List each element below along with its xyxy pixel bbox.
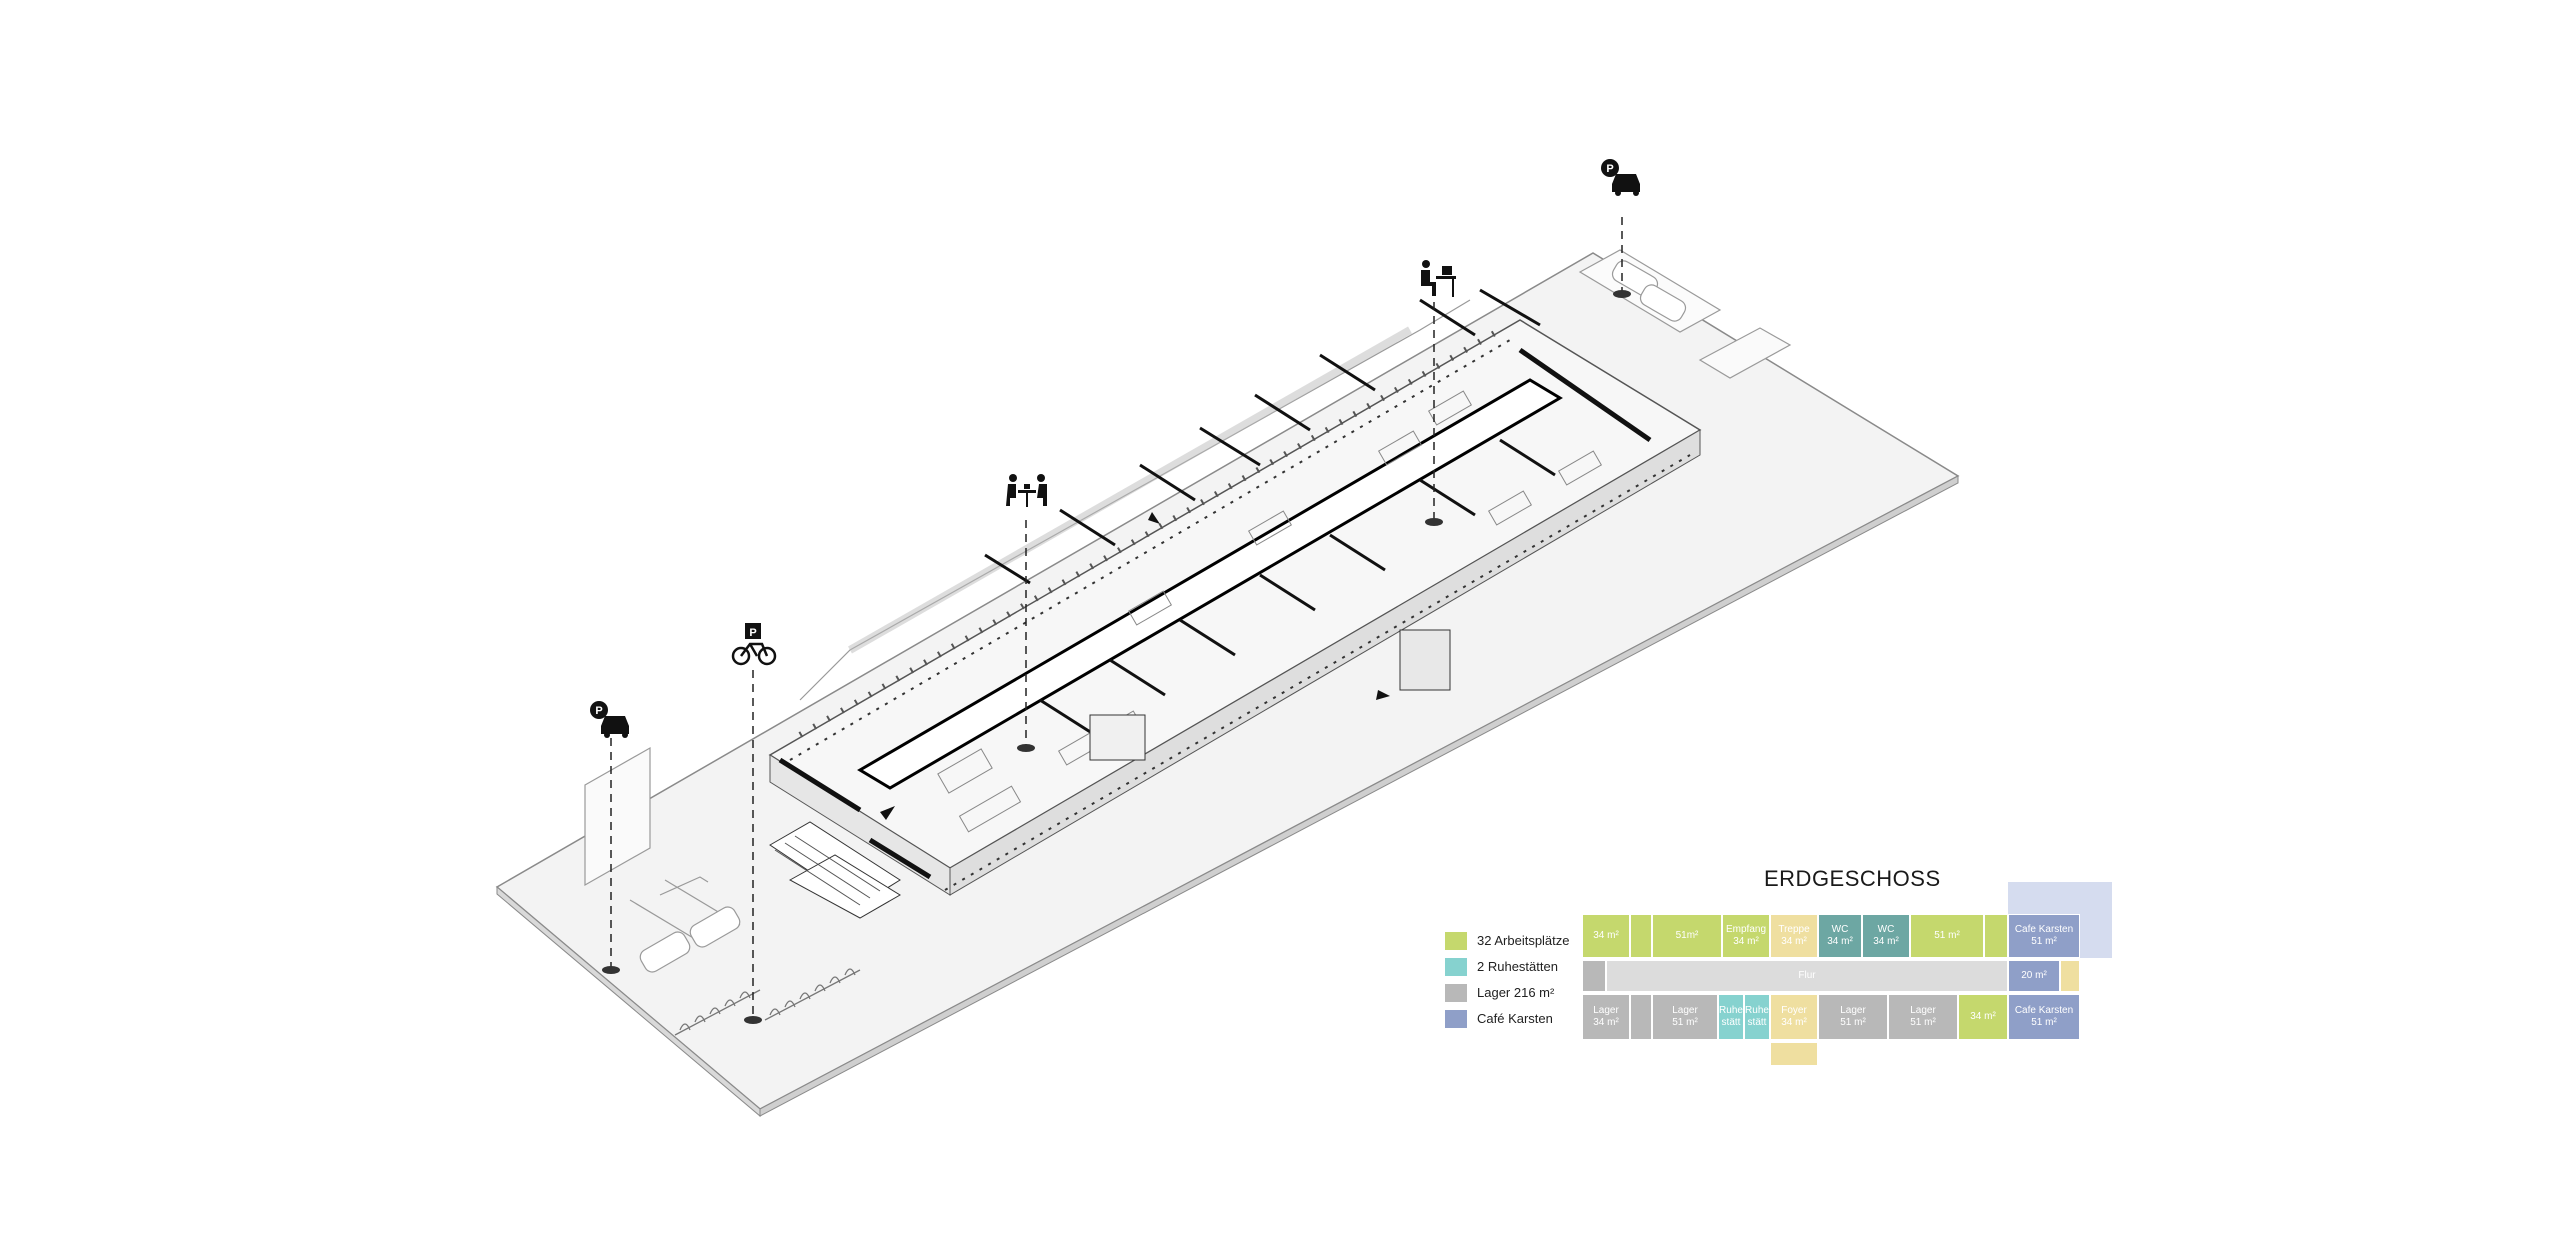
room-top-3: 51m² bbox=[1652, 914, 1722, 958]
leader-lines bbox=[610, 217, 1623, 1017]
room-mid-right: 20 m² bbox=[2008, 960, 2060, 992]
room-top-8 bbox=[1984, 914, 2008, 958]
entry-ramps bbox=[769, 821, 901, 919]
parking-car-icon: P bbox=[1601, 159, 1640, 196]
legend-swatch bbox=[1445, 984, 1467, 1002]
interior-walls bbox=[778, 288, 1652, 880]
foyer-extension bbox=[1770, 1042, 1818, 1066]
corridor bbox=[857, 378, 1563, 790]
window-bands bbox=[789, 327, 1691, 891]
room-top-2 bbox=[1630, 914, 1652, 958]
room-mid-left bbox=[1582, 960, 1606, 992]
room-lager-small bbox=[1630, 994, 1652, 1040]
legend-label: Café Karsten bbox=[1477, 1011, 1553, 1026]
legend-label: 32 Arbeitsplätze bbox=[1477, 933, 1570, 948]
legend-swatch bbox=[1445, 1010, 1467, 1028]
room-bot-green: 34 m² bbox=[1958, 994, 2008, 1040]
floor-title: ERDGESCHOSS bbox=[1764, 866, 1941, 891]
room-mid-small bbox=[2060, 960, 2080, 992]
room-top-1: 34 m² bbox=[1582, 914, 1630, 958]
left-parking-area bbox=[584, 746, 741, 973]
parking-car-icon: P bbox=[590, 701, 629, 738]
svg-text:P: P bbox=[749, 627, 756, 639]
legend-label: Lager 216 m² bbox=[1477, 985, 1555, 1000]
legend-swatch bbox=[1445, 958, 1467, 976]
svg-text:P: P bbox=[595, 705, 602, 717]
entry-arrows bbox=[880, 512, 1390, 820]
room-top-7: 51 m² bbox=[1910, 914, 1984, 958]
workspace-desk-icon bbox=[1421, 260, 1456, 297]
cafe-table-icon bbox=[1006, 474, 1047, 507]
room-flur: Flur bbox=[1606, 960, 2008, 992]
legend-label: 2 Ruhestätten bbox=[1477, 959, 1558, 974]
leader-dots bbox=[602, 290, 1631, 1024]
furniture bbox=[937, 390, 1603, 833]
top-right-parking-area bbox=[1578, 249, 1792, 379]
parking-bicycle-icon: P bbox=[731, 623, 777, 666]
svg-text:P: P bbox=[1606, 163, 1613, 175]
legend-swatch bbox=[1445, 932, 1467, 950]
bicycle-racks bbox=[674, 968, 861, 1036]
